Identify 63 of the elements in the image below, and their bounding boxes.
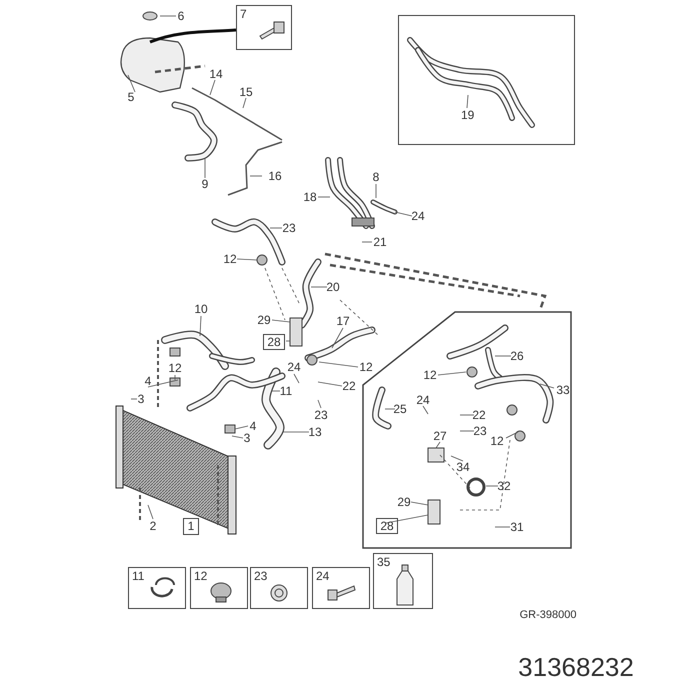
callout-number: 29 [257, 313, 271, 327]
callout-number: 29 [397, 495, 411, 509]
callout-number: 24 [316, 569, 330, 583]
callout-number: 5 [128, 90, 134, 104]
callout-number: 17 [336, 314, 350, 328]
callout-box [183, 518, 199, 535]
callout-number: 33 [556, 383, 570, 397]
inset-panel [398, 15, 575, 145]
drawing-number: GR-398000 [520, 608, 576, 622]
callout-number: 16 [268, 169, 282, 183]
parts-panel [190, 567, 248, 609]
callout-number: 23 [314, 408, 328, 422]
callout-number: 8 [372, 170, 380, 184]
callout-number: 12 [223, 252, 237, 266]
parts-panel [373, 553, 433, 609]
parts-panel [236, 5, 292, 50]
callout-number: 27 [433, 429, 447, 443]
callout-number: 26 [510, 349, 524, 363]
parts-panel [312, 567, 370, 609]
callout-number: 24 [416, 393, 430, 407]
callout-number: 1 [186, 519, 196, 533]
callout-number: 7 [240, 7, 247, 21]
callout-number: 18 [303, 190, 317, 204]
callout-number: 4 [144, 374, 152, 388]
callout-number: 23 [254, 569, 268, 583]
callout-number: 14 [209, 67, 223, 81]
part-number: 31368232 [518, 652, 634, 682]
callout-number: 12 [423, 368, 437, 382]
callout-number: 24 [411, 209, 425, 223]
callout-number: 3 [138, 392, 144, 406]
callout-number: 12 [359, 360, 373, 374]
callout-number: 9 [202, 177, 208, 191]
callout-number: 13 [308, 425, 322, 439]
callout-number: 3 [244, 431, 250, 445]
callout-number: 2 [150, 519, 156, 533]
callout-number: 21 [373, 235, 387, 249]
callout-number: 31 [510, 520, 524, 534]
callout-number: 11 [280, 384, 292, 398]
callout-number: 25 [393, 402, 407, 416]
callout-number: 22 [342, 379, 356, 393]
callout-number: 12 [194, 569, 208, 583]
callout-number: 32 [497, 479, 511, 493]
callout-number: 28 [379, 519, 395, 533]
callout-number: 24 [287, 360, 301, 374]
parts-panel [128, 567, 186, 609]
callout-number: 12 [168, 361, 182, 375]
callout-number: 23 [282, 221, 296, 235]
callout-box [263, 334, 285, 350]
callout-number: 35 [377, 555, 390, 569]
callout-number: 10 [194, 302, 208, 316]
callout-number: 6 [178, 9, 184, 23]
callout-number: 20 [326, 280, 340, 294]
parts-panel [250, 567, 308, 609]
callout-box [376, 518, 398, 534]
callout-number: 23 [473, 424, 487, 438]
callout-number: 28 [266, 335, 282, 349]
callout-number: 4 [250, 419, 256, 433]
callout-number: 12 [490, 434, 504, 448]
callout-number: 11 [132, 569, 144, 583]
callout-number: 22 [472, 408, 486, 422]
callout-number: 34 [456, 460, 470, 474]
callout-number: 19 [461, 108, 474, 122]
callout-number: 15 [239, 85, 253, 99]
